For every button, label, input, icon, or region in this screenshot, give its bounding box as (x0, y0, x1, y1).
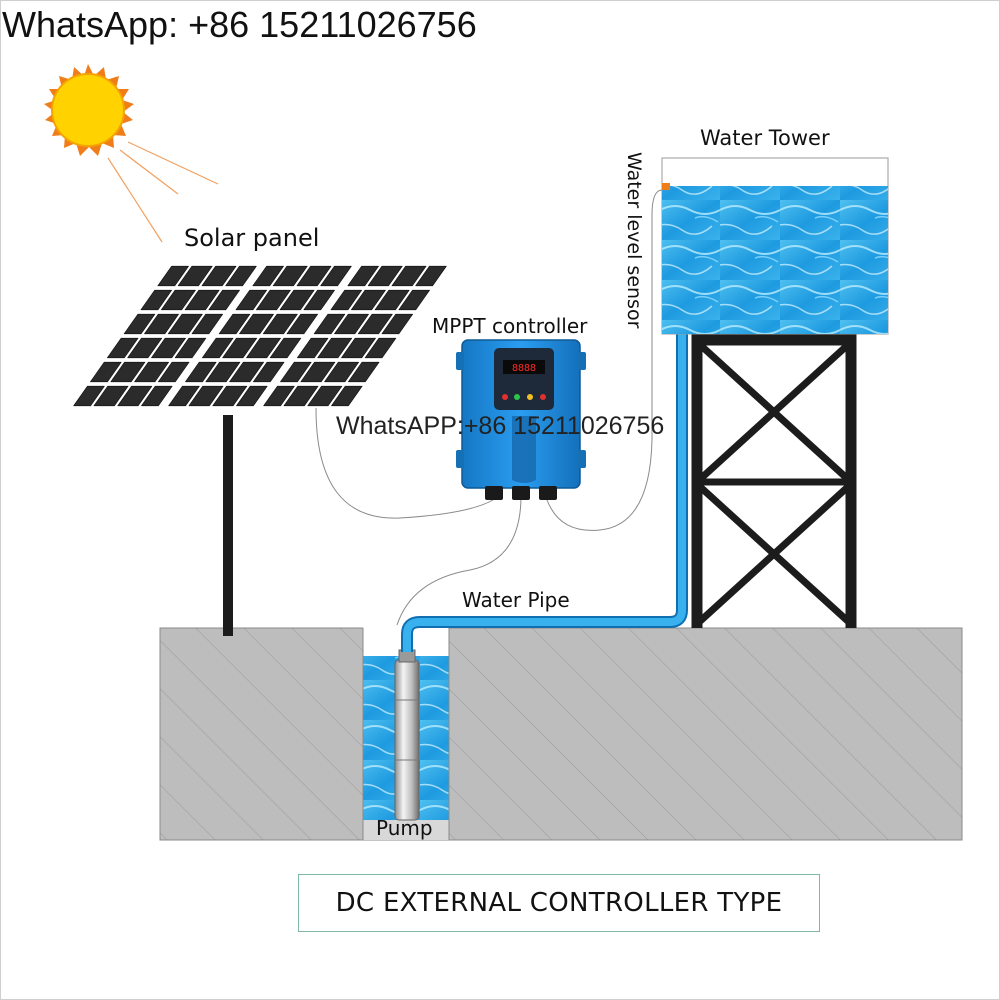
solar-cell (110, 361, 146, 383)
solar-cell (185, 361, 217, 383)
solar-cell (286, 313, 318, 335)
solar-cell (347, 265, 379, 287)
whatsapp-watermark-middle: WhatsAPP:+86 15211026756 (336, 412, 665, 440)
solar-cell (330, 289, 362, 311)
submersible-pump (394, 649, 420, 821)
solar-cell (168, 385, 200, 407)
solar-cell (262, 313, 298, 335)
solar-cell (381, 313, 413, 335)
sensor-wire (546, 189, 663, 531)
solar-cell (90, 361, 122, 383)
water-level-sensor-label: Water level sensor (623, 152, 645, 329)
solar-cell (324, 361, 359, 383)
mppt-controller: 8888 (456, 339, 586, 500)
solar-cell (235, 289, 267, 311)
whatsapp-watermark-top: WhatsApp: +86 15211026756 (2, 4, 477, 45)
tower-frame (691, 334, 857, 628)
solar-cell (272, 265, 308, 287)
svg-text:8888: 8888 (512, 363, 536, 374)
solar-cell (184, 289, 220, 311)
solar-panel-label: Solar panel (184, 224, 320, 252)
solar-cell (364, 337, 397, 359)
solar-cell (317, 337, 353, 359)
solar-cell (191, 313, 223, 335)
water-pipe (401, 332, 688, 652)
diagram-caption: DC EXTERNAL CONTROLLER TYPE (335, 888, 783, 918)
solar-cell (157, 265, 189, 287)
solar-panel-pole (223, 415, 233, 636)
solar-cell (351, 289, 386, 311)
solar-cell (341, 337, 376, 359)
solar-cell (161, 289, 196, 311)
water-tower-label: Water Tower (700, 126, 830, 150)
solar-cell (167, 313, 203, 335)
solar-cell (334, 313, 369, 335)
solar-cell (144, 313, 179, 335)
ground (159, 627, 963, 841)
solar-cell (263, 385, 295, 407)
solar-cell (415, 265, 447, 287)
solar-cell (158, 361, 190, 383)
solar-cell (253, 361, 285, 383)
solar-cell (93, 385, 129, 407)
solar-cell (205, 361, 241, 383)
solar-cell (134, 361, 169, 383)
solar-cell (296, 265, 332, 287)
solar-cell (73, 385, 105, 407)
solar-cell (320, 265, 352, 287)
solar-cell (283, 385, 319, 407)
solar-cell (218, 313, 251, 335)
solar-cell (107, 337, 139, 359)
solar-cell (300, 361, 336, 383)
caption-box: DC EXTERNAL CONTROLLER TYPE (298, 874, 820, 932)
water-tower-tank (661, 157, 889, 335)
sun-icon (44, 64, 134, 156)
solar-cell (313, 313, 346, 335)
solar-cell (357, 313, 393, 335)
panel-wires (315, 407, 522, 626)
solar-cell (222, 337, 258, 359)
solar-cell (256, 289, 291, 311)
solar-cell (117, 385, 153, 407)
solar-cell (239, 313, 274, 335)
solar-cell (297, 337, 329, 359)
pump-label: Pump (376, 816, 433, 840)
solar-cell (201, 265, 237, 287)
solar-cell (280, 361, 312, 383)
solar-cell (229, 361, 264, 383)
solar-cell (202, 337, 234, 359)
solar-cell (151, 337, 186, 359)
solar-cell (225, 265, 257, 287)
solar-cell (127, 337, 163, 359)
solar-cell (177, 265, 213, 287)
solar-cell (246, 337, 281, 359)
solar-cell (140, 289, 172, 311)
solar-cell (279, 289, 315, 311)
solar-cell (252, 265, 284, 287)
solar-cell (188, 385, 224, 407)
solar-cell (391, 265, 427, 287)
mppt-controller-label: MPPT controller (432, 314, 588, 338)
solar-cell (398, 289, 430, 311)
solar-cell (374, 289, 410, 311)
solar-cell (307, 385, 343, 407)
solar-cell (348, 361, 380, 383)
solar-cell (303, 289, 335, 311)
solar-cell (236, 385, 268, 407)
water-pipe-label: Water Pipe (462, 588, 570, 612)
sun-rays (107, 141, 219, 243)
solar-cell (331, 385, 363, 407)
solar-cell (123, 313, 156, 335)
solar-cell (174, 337, 207, 359)
solar-panel (73, 265, 447, 407)
solar-cell (141, 385, 173, 407)
solar-cell (269, 337, 302, 359)
solar-cell (208, 289, 240, 311)
solar-cell (367, 265, 403, 287)
solar-cell (212, 385, 248, 407)
